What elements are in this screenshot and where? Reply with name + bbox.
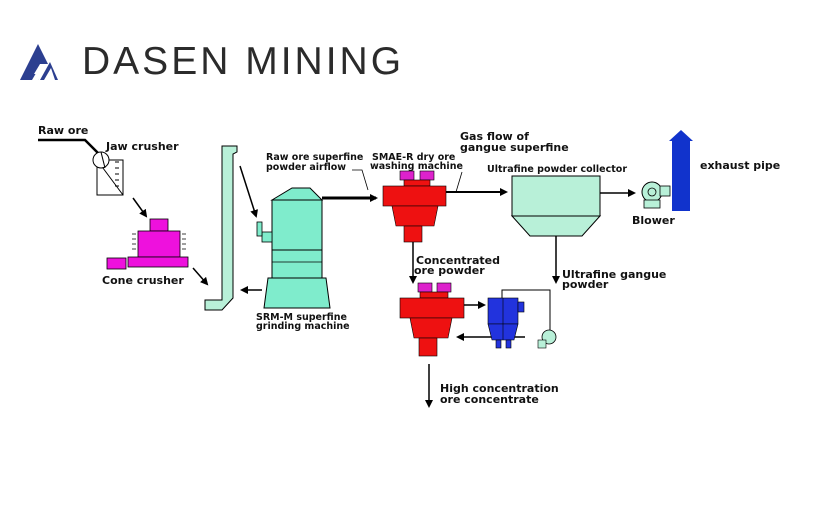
label-raw-ore: Raw ore (38, 124, 88, 137)
label-collector: Ultrafine powder collector (487, 164, 627, 175)
bucket-elevator (204, 145, 238, 311)
label-cone-crusher: Cone crusher (102, 274, 184, 287)
label-smae-2: washing machine (370, 161, 463, 172)
label-blower: Blower (632, 214, 675, 227)
label-gas-2: gangue superfine (460, 141, 569, 154)
cone-crusher-motor (106, 257, 127, 270)
blower (641, 181, 671, 209)
jaw-crusher (92, 151, 124, 196)
gas-flow-leader-line (455, 171, 463, 193)
label-concentrated-1: Concentrated (416, 254, 500, 267)
ultrafine-powder-collector (510, 175, 602, 237)
arrow-jaw-to-cone (132, 197, 148, 218)
label-jaw-crusher: Jaw crusher (105, 140, 179, 153)
label-airflow-1: Raw ore superfine (266, 152, 363, 163)
label-concentrated-2: ore powder (414, 264, 485, 277)
label-gas-1: Gas flow of (460, 130, 529, 143)
second-washing-machine (399, 282, 465, 357)
brand-name: DASEN MINING (82, 40, 405, 83)
label-ultrafine-1: Ultrafine gangue (562, 268, 666, 281)
label-high-concentration-2: ore concentrate (440, 393, 539, 406)
cyclone-separator (487, 297, 525, 349)
srm-m-grinding-mill (256, 187, 331, 309)
exhaust-pipe (669, 130, 693, 211)
label-exhaust-pipe: exhaust pipe (700, 159, 780, 172)
arrow-elevator-to-mill (239, 165, 258, 218)
smae-r-washing-machine (382, 170, 447, 243)
label-smae-1: SMAE-R dry ore (372, 152, 455, 163)
mountain-logo-icon (20, 44, 58, 80)
label-high-concentration-1: High concentration (440, 382, 559, 395)
label-srm-1: SRM-M superfine (256, 312, 347, 323)
label-srm-2: grinding machine (256, 321, 350, 332)
raw-ore-feed-line (38, 138, 101, 156)
label-ultrafine-2: powder (562, 278, 609, 291)
airflow-leader-line (352, 169, 369, 191)
cyclone-return-line (501, 289, 551, 330)
label-airflow-2: powder airflow (266, 162, 346, 173)
arrow-cone-to-elevator (192, 267, 209, 286)
small-blower (501, 289, 557, 349)
cone-crusher (106, 218, 189, 270)
